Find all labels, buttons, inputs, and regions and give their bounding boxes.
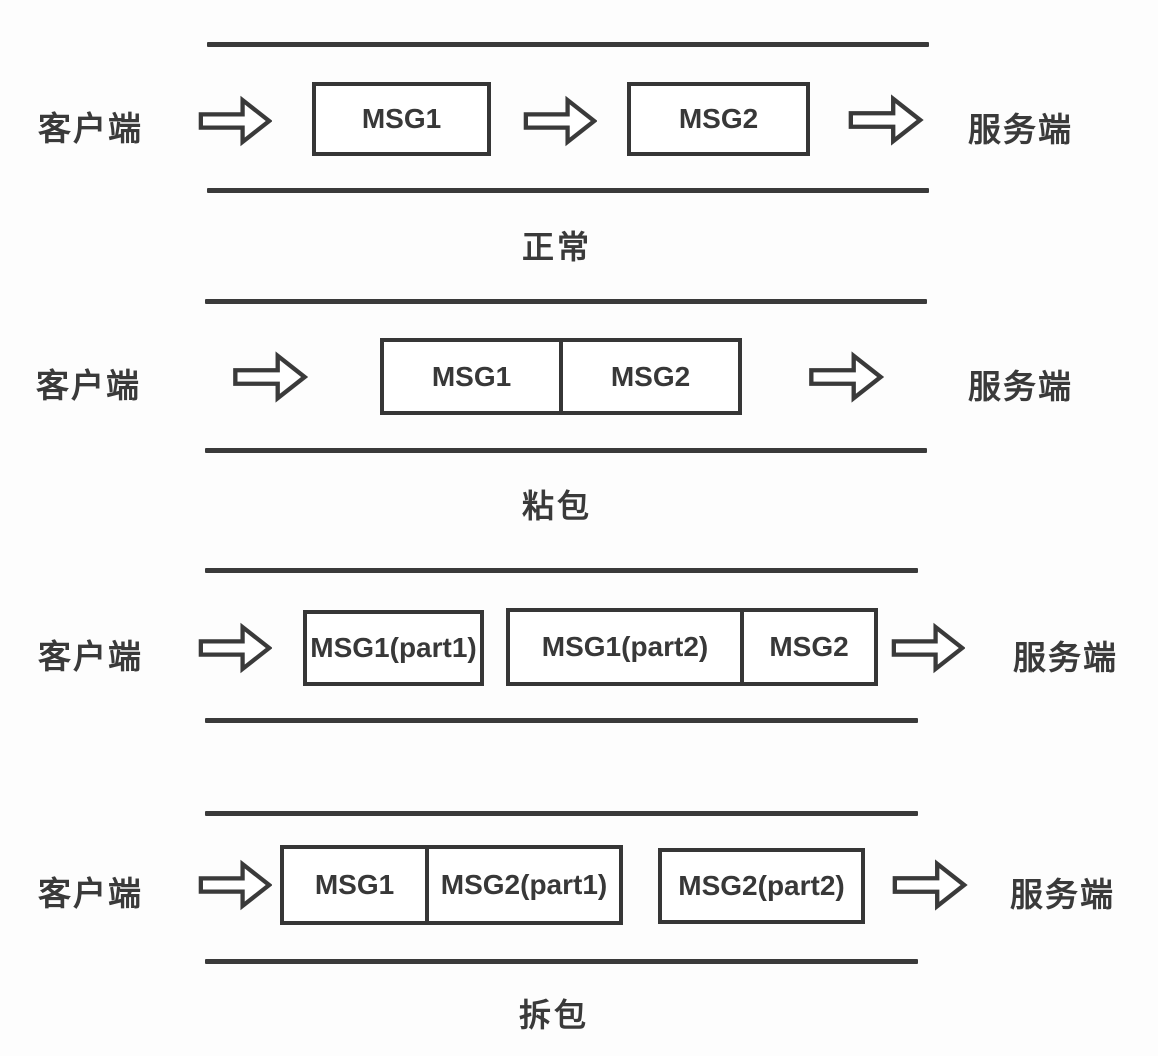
channel-line-bottom xyxy=(207,188,929,193)
right-block-arrow-icon xyxy=(232,351,308,403)
right-block-arrow-icon xyxy=(523,95,597,147)
right-block-arrow-icon xyxy=(891,622,965,674)
message-cell: MSG2 xyxy=(740,612,874,682)
row-caption: 拆包 xyxy=(518,997,589,1033)
right-block-arrow-icon xyxy=(198,859,272,911)
message-box: MSG2 xyxy=(627,82,810,156)
message-box: MSG1(part2) MSG2 xyxy=(506,608,878,686)
channel-line-top xyxy=(207,42,929,47)
channel-line-top xyxy=(205,299,927,304)
client-label: 客户端 xyxy=(38,110,143,147)
message-cell: MSG1 xyxy=(314,869,395,900)
message-box: MSG1 xyxy=(312,82,491,156)
message-box: MSG1(part1) xyxy=(303,610,484,686)
right-block-arrow-icon xyxy=(891,859,968,911)
right-block-arrow-icon xyxy=(198,95,272,147)
row-caption: 正常 xyxy=(521,229,592,265)
right-block-arrow-icon xyxy=(808,351,884,403)
client-label: 客户端 xyxy=(38,875,143,912)
message-box: MSG2(part2) xyxy=(658,848,865,924)
message-box: MSG1 MSG2(part1) xyxy=(280,845,623,925)
right-block-arrow-icon xyxy=(847,94,924,146)
message-cell: MSG2 xyxy=(678,103,759,134)
client-label: 客户端 xyxy=(36,367,141,404)
message-box: MSG1 MSG2 xyxy=(380,338,742,415)
message-cell: MSG1 xyxy=(361,103,442,134)
message-cell: MSG2(part2) xyxy=(678,870,845,901)
server-label: 服务端 xyxy=(968,111,1073,148)
channel-line-top xyxy=(205,811,918,816)
message-cell: MSG1 xyxy=(431,360,512,392)
client-label: 客户端 xyxy=(38,638,143,675)
message-cell: MSG2(part1) xyxy=(425,849,619,921)
channel-line-bottom xyxy=(205,718,918,723)
channel-line-top xyxy=(205,568,918,573)
server-label: 服务端 xyxy=(968,368,1073,405)
channel-line-bottom xyxy=(205,448,927,453)
row-caption: 粘包 xyxy=(521,488,592,524)
channel-line-bottom xyxy=(205,959,918,964)
message-cell: MSG1(part2) xyxy=(541,631,709,662)
message-cell: MSG2 xyxy=(559,342,738,411)
message-cell: MSG1(part1) xyxy=(310,632,477,663)
right-block-arrow-icon xyxy=(198,622,272,674)
server-label: 服务端 xyxy=(1013,639,1118,676)
server-label: 服务端 xyxy=(1010,876,1115,913)
